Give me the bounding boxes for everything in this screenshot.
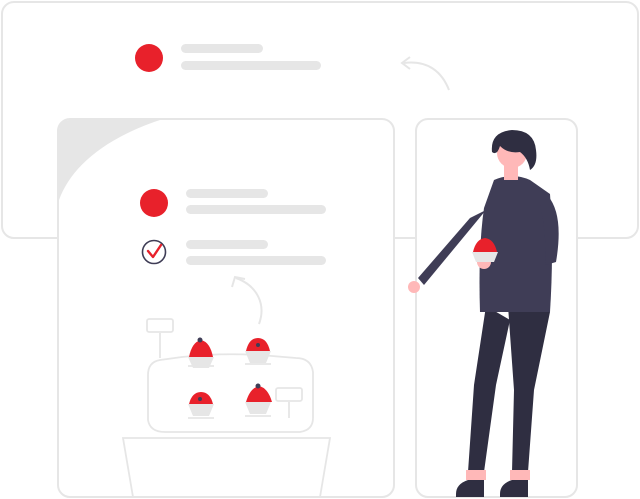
person-torso bbox=[479, 176, 552, 312]
placeholder-line bbox=[181, 61, 321, 70]
person-arm bbox=[540, 196, 559, 265]
person-shoe bbox=[500, 480, 528, 497]
placeholder-line bbox=[181, 44, 263, 53]
cupcake-icon bbox=[245, 383, 272, 414]
person-leg bbox=[508, 306, 550, 472]
arrow-head bbox=[400, 56, 411, 70]
person-hand bbox=[408, 281, 420, 293]
placeholder-line bbox=[186, 205, 326, 214]
cupcake-icon bbox=[245, 338, 271, 363]
arrow-head bbox=[231, 275, 246, 288]
red-dot-icon bbox=[140, 189, 168, 217]
cupcake-icon bbox=[472, 238, 498, 262]
placeholder-line bbox=[186, 256, 326, 265]
person-hair bbox=[491, 130, 537, 170]
curved-arrow-icon bbox=[403, 61, 450, 91]
person-leg bbox=[468, 306, 510, 472]
person-foot bbox=[510, 470, 530, 480]
curved-arrow-icon bbox=[235, 277, 263, 325]
person-foot bbox=[466, 470, 486, 480]
person-shoe bbox=[456, 480, 484, 497]
checkmark-circle-icon bbox=[141, 239, 167, 265]
front-card bbox=[57, 118, 395, 498]
cupcake-icon bbox=[188, 392, 214, 416]
placeholder-line bbox=[186, 240, 268, 249]
placeholder-line bbox=[186, 189, 268, 198]
cupcake-icon bbox=[188, 337, 214, 368]
red-dot-icon bbox=[135, 44, 163, 72]
front-card-corner-shape bbox=[59, 120, 160, 200]
person-figure bbox=[408, 130, 559, 497]
front-card-frame bbox=[57, 118, 395, 498]
person-arm bbox=[418, 210, 486, 285]
